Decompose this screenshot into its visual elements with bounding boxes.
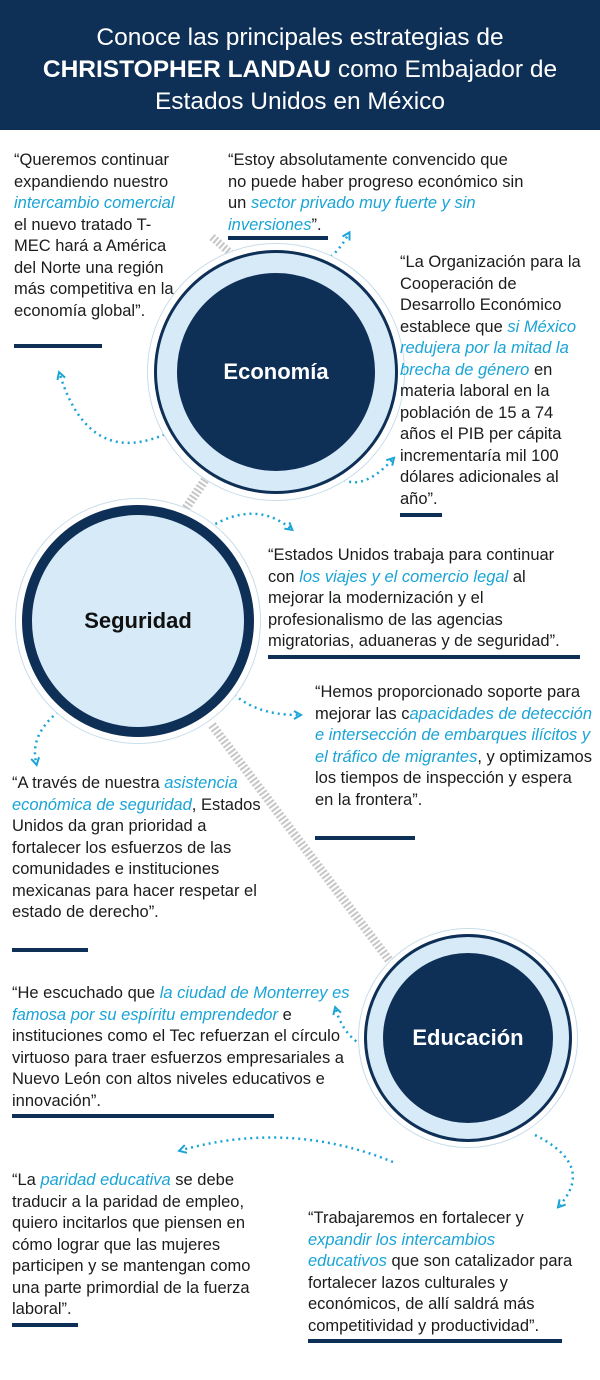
quote-text: e instituciones como el Tec refuerzan el… (12, 1005, 344, 1110)
circle-economia-label: Economía (223, 359, 329, 384)
quote-underline (228, 236, 328, 240)
connector-eco-q1 (60, 375, 171, 445)
quote-underline (12, 948, 88, 952)
diagonal-stripe-top (209, 233, 239, 262)
connector-edu-q8 (182, 1136, 394, 1164)
connector-seg-q4 (209, 512, 290, 528)
quote-highlight: sector privado muy fuerte y sin inversio… (228, 194, 476, 234)
quote-paridad-educativa: “La paridad educativa se debe traducir a… (12, 1170, 272, 1321)
quote-text: “He escuchado que (12, 984, 160, 1002)
header-banner: Conoce las principales estrategias de CH… (0, 0, 600, 130)
quote-underline (268, 655, 580, 659)
quote-text: el nuevo tratado T-MEC hará a América de… (14, 215, 174, 320)
header-name: CHRISTOPHER LANDAU (42, 56, 332, 83)
quote-intercambios-educativos: “Trabajaremos en fortalecer y expandir l… (308, 1208, 576, 1337)
quote-underline (308, 1339, 562, 1343)
quote-highlight: paridad educativa (40, 1171, 171, 1189)
quote-highlight: expandir los intercambios educativos (308, 1230, 496, 1271)
quote-asistencia-seguridad: “A través de nuestra asistencia económic… (12, 773, 270, 924)
quote-text: al mejorar la modernización y el profesi… (268, 567, 560, 651)
quote-highlight: si México redujera por la mitad la brech… (400, 317, 577, 379)
connector-seg-q5 (225, 685, 298, 715)
quote-highlight: la ciudad de Monterrey es famosa por su … (12, 984, 350, 1024)
quote-underline (12, 1323, 78, 1327)
quote-text: “Estoy absolutamente convencido que no p… (228, 151, 524, 212)
quote-text: ”. (311, 215, 322, 234)
circle-educacion: Educación (367, 937, 569, 1139)
quote-viajes-comercio: “Estados Unidos trabaja para continuar c… (268, 545, 584, 653)
circle-economia: Economía (157, 253, 395, 491)
quote-text: “Trabajaremos en fortalecer y (308, 1209, 524, 1227)
quote-monterrey: “He escuchado que la ciudad de Monterrey… (12, 983, 357, 1112)
quote-text: se debe traducir a la paridad de empleo,… (12, 1171, 251, 1318)
quote-text: “Hemos proporcionado soporte para mejora… (315, 683, 581, 723)
quote-brecha-genero: “La Organización para la Cooperación de … (400, 252, 592, 510)
quote-capacidades-deteccion: “Hemos proporcionado soporte para mejora… (315, 682, 593, 811)
quote-text: , y optimizamos los tiempos de inspecció… (315, 747, 592, 809)
quote-highlight: apacidades de detección e intersección d… (315, 704, 593, 766)
quote-text: “A través de nuestra (12, 774, 165, 792)
quote-text: , Estados Unidos da gran prioridad a for… (12, 795, 261, 922)
quote-text: en materia laboral en la población de 15… (400, 360, 562, 508)
quote-underline (315, 836, 415, 840)
connector-seg-q6 (35, 711, 59, 762)
circle-educacion-label: Educación (412, 1025, 524, 1050)
quote-text: “La Organización para la Cooperación de … (400, 253, 581, 336)
connector-edu-q9 (534, 1133, 575, 1205)
circle-seguridad-label: Seguridad (84, 608, 192, 633)
quote-text: que son catalizador para fortalecer lazo… (308, 1252, 573, 1335)
header-line-2-rest: como Embajador de (331, 56, 558, 83)
quote-underline (14, 344, 102, 348)
quote-highlight: asistencia económica de seguridad (12, 774, 238, 814)
circle-seguridad: Seguridad (22, 505, 254, 737)
quote-underline (12, 1114, 274, 1118)
quote-sector-privado: “Estoy absolutamente convencido que no p… (228, 150, 528, 236)
quote-text: “Estados Unidos trabaja para continuar c… (268, 546, 555, 586)
quote-text: “Queremos continuar expandiendo nuestro (14, 151, 169, 191)
header-line-3: Estados Unidos en México (154, 88, 446, 115)
quote-highlight: los viajes y el comercio legal (299, 567, 509, 586)
quote-underline (400, 513, 442, 517)
quote-highlight: intercambio comercial (14, 194, 175, 212)
header-line-2: CHRISTOPHER LANDAU como Embajador de (0, 54, 600, 86)
quote-intercambio-comercial: “Queremos continuar expandiendo nuestro … (14, 150, 182, 322)
quote-text: “La (12, 1171, 41, 1189)
header-line-1: Conoce las principales estrategias de (96, 24, 504, 51)
